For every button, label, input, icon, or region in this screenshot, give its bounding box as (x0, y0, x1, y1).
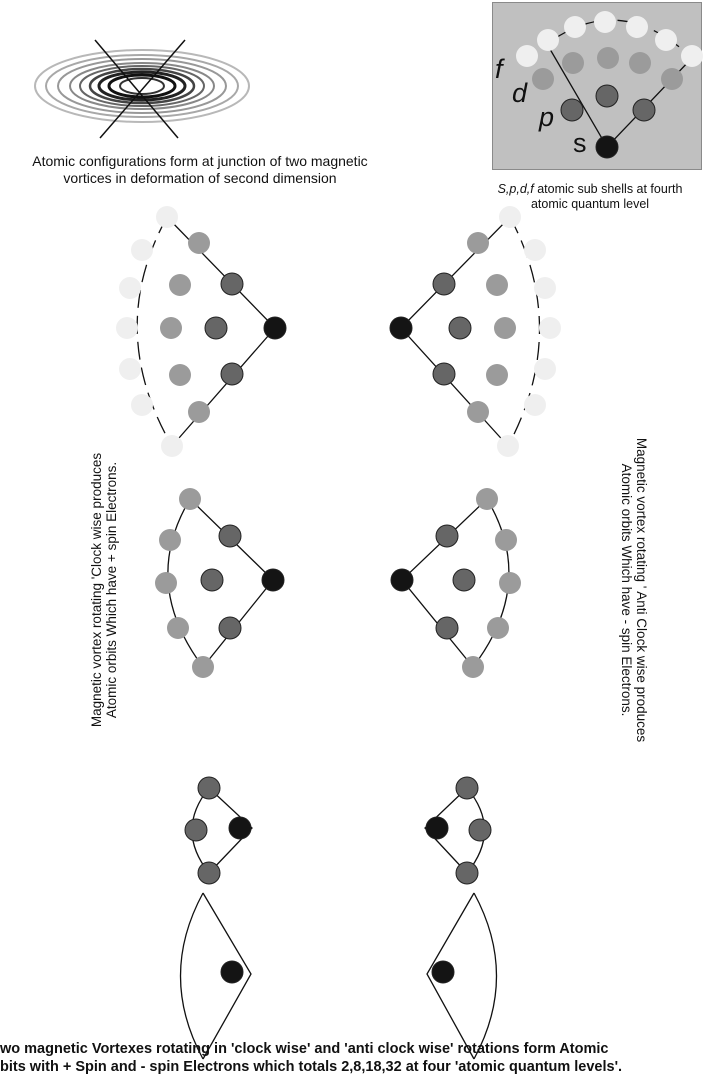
l3-left-p-electron (219, 525, 241, 547)
l3-left-d-electron (192, 656, 214, 678)
inset-f-electron (594, 11, 616, 33)
inset-d-electron (562, 52, 584, 74)
l3-left-d-electron (167, 617, 189, 639)
l2-left-p-electron (198, 862, 220, 884)
l4-right-d-electron (467, 401, 489, 423)
p-shell-label: p (539, 104, 554, 131)
l4-right-d-electron (467, 232, 489, 254)
l4-left-f-electron (161, 435, 183, 457)
l4-right-f-electron (497, 435, 519, 457)
l4-right-d-electron (486, 364, 508, 386)
l4-left-p-electron (205, 317, 227, 339)
inset-p-electron (561, 99, 583, 121)
subshell-caption-italic: S,p,d,f (498, 182, 534, 196)
subshell-caption-line2: atomic quantum level (475, 197, 705, 212)
l1-left-s-electron (221, 961, 243, 983)
l2-right-p-electron (456, 862, 478, 884)
l4-right-s-electron (390, 317, 412, 339)
inset-d-electron (661, 68, 683, 90)
l3-right-p-electron (436, 617, 458, 639)
l4-left-d-electron (188, 232, 210, 254)
l2-left-p-electron (185, 819, 207, 841)
l4-right-f-electron (539, 317, 561, 339)
l4-left-d-electron (169, 364, 191, 386)
l3-right-d-electron (487, 617, 509, 639)
l3-right-d-electron (476, 488, 498, 510)
vortex-caption: Atomic configurations form at junction o… (0, 153, 400, 187)
inset-p-electron (596, 85, 618, 107)
l4-left-f-electron (116, 317, 138, 339)
footer-line2: bits with + Spin and - spin Electrons wh… (0, 1058, 622, 1076)
inset-f-electron (681, 45, 703, 67)
f-shell-label: f (495, 56, 503, 83)
l3-left-s-electron (262, 569, 284, 591)
l4-right-f-electron (534, 277, 556, 299)
l3-right-d-electron (495, 529, 517, 551)
l2-left-s-electron (229, 817, 251, 839)
l4-left-f-electron (131, 239, 153, 261)
l2-left-p-electron (198, 777, 220, 799)
l2-right-p-electron (456, 777, 478, 799)
l4-left-f-electron (131, 394, 153, 416)
l4-left-p-electron (221, 363, 243, 385)
clockwise-line1: Magnetic vortex rotating 'Clock wise pro… (89, 453, 104, 727)
l3-left-d-electron (179, 488, 201, 510)
clockwise-side-caption: Magnetic vortex rotating 'Clock wise pro… (89, 453, 119, 727)
inset-s-electron (596, 136, 618, 158)
l4-right-f-electron (524, 394, 546, 416)
subshell-caption-rest: atomic sub shells at fourth (534, 182, 683, 196)
footer-line1: wo magnetic Vortexes rotating in 'clock … (0, 1040, 622, 1058)
l4-left-f-electron (119, 358, 141, 380)
l4-left-f-electron (119, 277, 141, 299)
inset-f-electron (655, 29, 677, 51)
anticlockwise-line2: Atomic orbits Which have - spin Electron… (619, 438, 634, 742)
clockwise-line2: Atomic orbits Which have + spin Electron… (104, 453, 119, 727)
l3-right-s-electron (391, 569, 413, 591)
l4-right-d-electron (494, 317, 516, 339)
d-shell-label: d (512, 80, 527, 107)
l3-left-p-electron (201, 569, 223, 591)
subshell-caption-line1: S,p,d,f atomic sub shells at fourth (475, 182, 705, 197)
l4-right-p-electron (433, 273, 455, 295)
l2-right-s-electron (426, 817, 448, 839)
l3-left-d-electron (159, 529, 181, 551)
inset-d-electron (597, 47, 619, 69)
l4-left-f-electron (156, 206, 178, 228)
l4-left-s-electron (264, 317, 286, 339)
inset-d-electron (629, 52, 651, 74)
l4-left-d-electron (169, 274, 191, 296)
inset-f-electron (626, 16, 648, 38)
l1-right-s-electron (432, 961, 454, 983)
l3-right-p-electron (436, 525, 458, 547)
l3-right-d-electron (499, 572, 521, 594)
l4-left-d-electron (188, 401, 210, 423)
l4-left-p-electron (221, 273, 243, 295)
magnetic-vortex-illustration (35, 40, 249, 138)
l3-left-d-electron (155, 572, 177, 594)
l4-right-f-electron (534, 358, 556, 380)
anticlockwise-side-caption: Magnetic vortex rotating ' Anti Clock wi… (619, 438, 649, 742)
inset-d-electron (532, 68, 554, 90)
l4-right-p-electron (433, 363, 455, 385)
l3-right-p-electron (453, 569, 475, 591)
anticlockwise-line1: Magnetic vortex rotating ' Anti Clock wi… (634, 438, 649, 742)
inset-f-electron (564, 16, 586, 38)
l2-right-p-electron (469, 819, 491, 841)
l4-left-d-electron (160, 317, 182, 339)
l4-right-d-electron (486, 274, 508, 296)
vortex-caption-line1: Atomic configurations form at junction o… (0, 153, 400, 170)
subshell-caption: S,p,d,f atomic sub shells at fourth atom… (475, 182, 705, 212)
inset-f-electron (537, 29, 559, 51)
l3-left-p-electron (219, 617, 241, 639)
inset-p-electron (633, 99, 655, 121)
s-shell-label: s (573, 130, 587, 157)
l4-right-f-electron (524, 239, 546, 261)
vortex-caption-line2: vortices in deformation of second dimens… (0, 170, 400, 187)
l3-right-d-electron (462, 656, 484, 678)
l4-right-p-electron (449, 317, 471, 339)
inset-f-electron (516, 45, 538, 67)
footer-caption: wo magnetic Vortexes rotating in 'clock … (0, 1040, 622, 1076)
